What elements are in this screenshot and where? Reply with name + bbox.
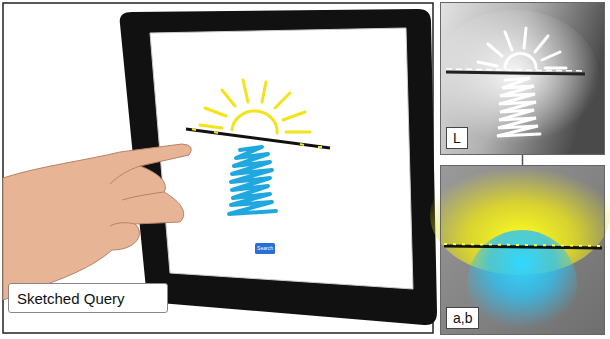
sun-ray [283,112,305,120]
dash [192,129,196,130]
tablet-screen [150,28,413,289]
lightness-sketch [478,28,566,136]
sun-ray [205,108,226,116]
sun-ray [262,82,266,102]
sun-ray [505,32,512,50]
sun-ray [222,90,235,106]
sun-arc [505,54,536,68]
caption-box: Sketched Query [8,283,168,313]
sun-ray [524,28,526,48]
water-scribble [497,78,540,136]
sun-ray [275,93,290,108]
horizon-dashes [192,129,322,147]
horizon-dots [444,244,602,246]
tablet-body [120,9,437,325]
sun-ray [478,62,497,66]
sun-ray [488,44,502,56]
search-button [255,243,275,254]
sun-ray [243,80,248,102]
sun-ray [200,125,222,128]
connector-line [522,155,524,165]
hand [3,144,191,300]
image-panel: L [440,2,605,155]
lightness-glow [430,10,600,150]
channel-label: a,b [446,307,479,329]
sun-ray [286,131,310,134]
image-panel: a,b [440,165,605,335]
button-label: Search [255,245,275,251]
channel-label: L [446,127,468,149]
sun-ray [542,52,560,60]
horizon-line [186,129,330,148]
figure-caption: Sketched Query [17,290,125,307]
horizon-line [446,72,585,74]
sun-ray [535,36,548,52]
dash [214,132,218,133]
water-scribble [229,147,276,214]
dash [300,144,304,145]
sun-ray [545,67,566,70]
horizon-line [444,246,602,248]
hand-creases [110,166,164,226]
sun-arc [232,111,277,133]
horizon-highlight [446,69,585,71]
sun-sketch [200,80,310,133]
dash [318,146,322,148]
